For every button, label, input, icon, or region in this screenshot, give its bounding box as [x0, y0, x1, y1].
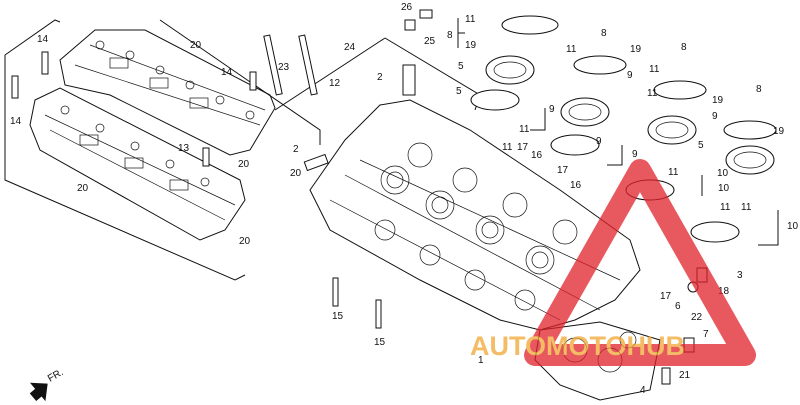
front-direction-label: FR. [46, 367, 65, 385]
callout: 24 [344, 42, 356, 53]
camshaft-holder-upper [59, 29, 276, 156]
callout: 16 [531, 150, 543, 161]
callout: 26 [401, 2, 413, 13]
camshaft-holder-lower [29, 87, 246, 241]
callout: 8 [756, 84, 762, 95]
callout: 13 [178, 143, 190, 154]
callout: 11 [649, 64, 660, 75]
callout: 11 [519, 124, 530, 135]
bracket-line [4, 19, 61, 56]
callout: 17 [557, 165, 569, 176]
callout: 21 [679, 370, 691, 381]
callout: 10 [787, 221, 799, 232]
callout: 16 [570, 180, 582, 191]
callout: 20 [238, 159, 250, 170]
callout: 20 [190, 40, 202, 51]
callout: 11 [465, 14, 476, 25]
callout: 11 [502, 142, 513, 153]
callout: 9 [712, 111, 718, 122]
callout: 9 [596, 136, 602, 147]
callout: 14 [10, 116, 22, 127]
callout: 23 [278, 62, 290, 73]
callout: 5 [698, 140, 704, 151]
callout: 4 [640, 385, 646, 396]
callout: 19 [712, 95, 724, 106]
callout: 12 [329, 78, 341, 89]
callout: 19 [630, 44, 642, 55]
callout: 8 [681, 42, 687, 53]
callout: 20 [77, 183, 89, 194]
callout: 11 [741, 202, 752, 213]
callout: 20 [290, 168, 302, 179]
callout: 22 [691, 312, 703, 323]
fasteners [11, 9, 708, 385]
callout: 15 [332, 311, 344, 322]
callout: 25 [424, 36, 436, 47]
callout: 19 [465, 40, 477, 51]
callout: 11 [720, 202, 731, 213]
callout: 6 [675, 301, 681, 312]
callout: 11 [566, 44, 577, 55]
callout: 9 [627, 70, 633, 81]
callout: 7 [703, 329, 709, 340]
cylinder-head [309, 99, 641, 331]
front-direction-arrow: FR. [29, 367, 65, 402]
callout: 5 [456, 86, 462, 97]
callout: 14 [37, 34, 49, 45]
callout: 8 [447, 30, 453, 41]
bracket-line [457, 18, 465, 48]
callout-labels: 26 11 8 19 24 20 25 14 14 23 2 5 8 11 9 … [10, 2, 799, 396]
callout: 19 [773, 126, 785, 137]
callout: 17 [517, 142, 529, 153]
watermark-text: AUTOMOTOHUB [470, 331, 685, 361]
callout: 10 [718, 183, 730, 194]
callout: 20 [239, 236, 251, 247]
callout: 15 [374, 337, 386, 348]
callout: 11 [647, 88, 658, 99]
callout: 9 [632, 149, 638, 160]
bracket-line [159, 19, 321, 145]
callout: 14 [221, 67, 233, 78]
callout: 17 [660, 291, 672, 302]
insulator-clamps [470, 15, 777, 243]
callout: 2 [377, 72, 383, 83]
callout: 3 [737, 270, 743, 281]
callout: 8 [601, 28, 607, 39]
callout: 10 [717, 168, 729, 179]
callout: 11 [668, 167, 679, 178]
warning-triangle-icon [524, 159, 756, 366]
callout: 1 [478, 355, 484, 366]
callout: 18 [718, 286, 730, 297]
callout: 9 [549, 104, 555, 115]
callout: 2 [293, 144, 299, 155]
callout: 5 [458, 61, 464, 72]
automotohub-watermark: AUTOMOTOHUB [470, 159, 756, 366]
